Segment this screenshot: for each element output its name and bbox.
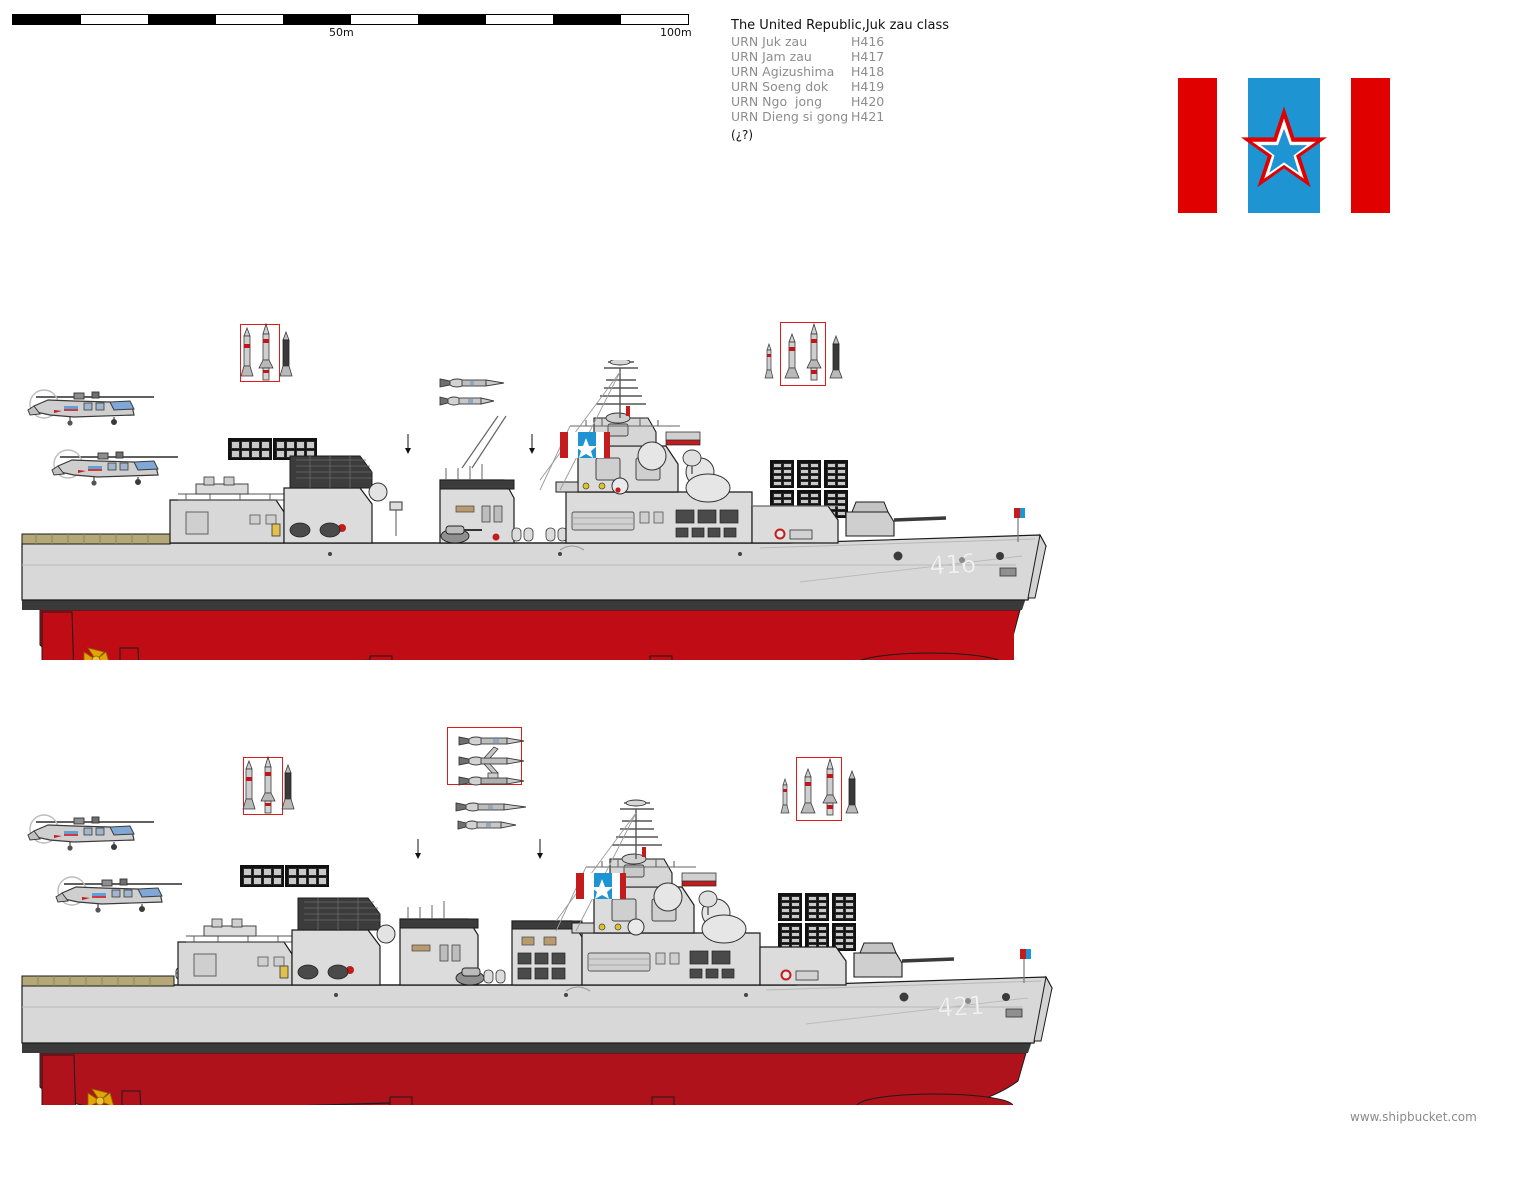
scale-segment [216,15,284,24]
torpedo-inset-box [447,727,522,785]
vls-module [228,438,272,460]
scale-segment [351,15,419,24]
star-icon [1241,105,1327,187]
ship-pennant: H418 [851,64,885,79]
missile-group-icon [764,322,843,381]
scale-segment [621,15,689,24]
main-gun-mount [845,501,947,537]
missile-inset-box [243,757,283,815]
scale-bar [12,14,689,25]
watermark: www.shipbucket.com [1350,1110,1477,1124]
vls-module [832,923,856,951]
vls-module [770,460,794,488]
hull-and-superstructure: 416 [21,360,1047,660]
vls-module [285,865,329,887]
ship-list-item: URN Ngo jong H420 [731,94,949,109]
ship-name: URN Agizushima [731,64,835,79]
ship-name: URN Ngo jong [731,94,823,109]
scale-segment [418,15,486,24]
ship-list-item: URN Agizushima H418 [731,64,949,79]
scale-segment [81,15,149,24]
missile-inset-box [240,324,280,382]
vls-module [778,893,802,921]
flag-band-blue [1241,78,1327,213]
scale-label-100m: 100m [660,26,692,39]
ship-list-item: URN Jam zau H417 [731,49,949,64]
flag-band-white-left [1217,78,1248,213]
ship-name: URN Jam zau [731,49,812,64]
main-gun-mount [853,942,955,978]
helicopter-icon [27,389,154,426]
missile-group-icon [242,755,295,814]
naval-ensign-icon [555,866,626,932]
helicopter-icon [55,876,182,913]
national-flag [1178,78,1390,213]
scale-segment [13,15,81,24]
alignment-tick [537,839,543,859]
ship-profile-421: 421 [0,727,1090,1115]
ship-pennant: H419 [851,79,885,94]
ship-pennant: H417 [851,49,885,64]
vls-module [824,460,848,488]
alignment-tick [529,434,535,454]
title-note: (¿?) [731,128,754,142]
vls-module [778,923,802,951]
scale-segment [553,15,621,24]
flag-band-red-left [1178,78,1217,213]
torpedo-inset-icon [439,378,505,406]
propeller-icon [87,1088,114,1105]
flag-band-red-right [1351,78,1390,213]
ship-name: URN Dieng si gong [731,109,849,124]
ship-pennant: H420 [851,94,885,109]
hull-and-superstructure: 421 [21,799,1053,1105]
ciws-mount [440,525,482,544]
missile-inset-box [780,322,826,386]
scale-label-50m: 50m [329,26,354,39]
hull-number: 416 [928,549,977,582]
ship-pennant: H416 [851,34,885,49]
hull-number: 421 [936,991,985,1024]
vls-module [824,490,848,518]
vls-module [805,893,829,921]
vls-module [273,438,317,460]
missile-group-icon [240,322,293,381]
naval-ensign-icon [539,425,610,491]
scale-segment [148,15,216,24]
flag-band-white-right [1320,78,1351,213]
scale-segment [486,15,554,24]
scale-segment [283,15,351,24]
ship-list-item: URN Soeng dok H419 [731,79,949,94]
propeller-icon [83,647,109,660]
torpedo-group-icon [455,736,527,830]
class-title: The United Republic,Juk zau class [731,18,950,33]
helicopter-icon [27,814,154,851]
alignment-tick [415,839,421,859]
vls-module [832,893,856,921]
alignment-tick [405,434,411,454]
helicopter-icon [51,449,178,486]
title-block: The United Republic,Juk zau class URN Ju… [731,18,949,143]
missile-inset-box [796,757,842,821]
missile-group-icon [780,757,859,816]
vls-module [797,460,821,488]
ship-profile-416: 416 [0,300,1080,670]
ship-list-item: URN Juk zau H416 [731,34,949,49]
vls-module [240,865,284,887]
ship-name: URN Juk zau [731,34,808,49]
ship-pennant: H421 [851,109,885,124]
vls-module [805,923,829,951]
ship-name: URN Soeng dok [731,79,829,94]
